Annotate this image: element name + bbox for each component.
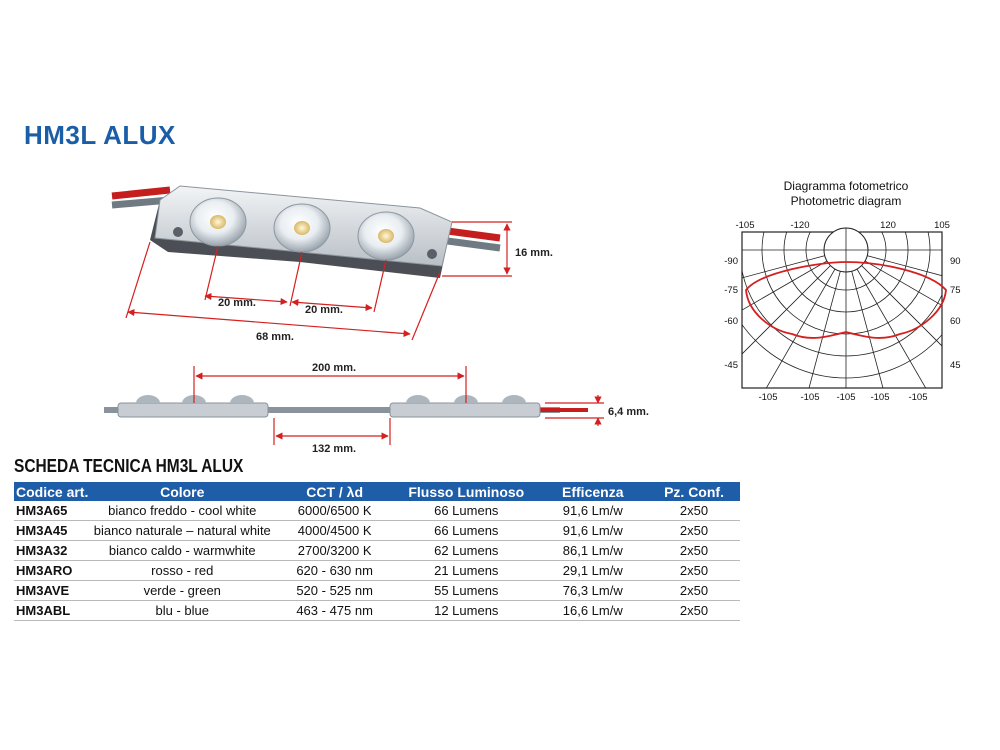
page-title: HM3L ALUX — [24, 120, 176, 150]
cell-cct: 6000/6500 K — [274, 501, 396, 521]
dim-chain-bottom-label: 132 mm. — [312, 443, 356, 455]
photometric-title-it: Diagramma fotometrico — [784, 179, 909, 193]
polar-left-label-1: -90 — [724, 256, 738, 267]
cell-cct: 463 - 475 nm — [274, 600, 396, 621]
cell-pack: 2x50 — [648, 540, 740, 561]
col-header-code: Codice art. — [14, 482, 91, 501]
module-chain-sideview — [104, 395, 588, 418]
polar-bottom-label-1: -105 — [758, 392, 777, 403]
led-lens-1 — [189, 197, 247, 247]
cell-code: HM3AVE — [14, 580, 91, 601]
led-module-figure: 16 mm. 20 mm. 20 mm. 68 mm. 200 mm. 132 … — [104, 179, 961, 455]
cell-color: blu - blue — [90, 600, 275, 621]
dim-chain-pitch-label: 200 mm. — [312, 362, 356, 374]
cell-efficiency: 91,6 Lm/w — [537, 520, 649, 541]
cell-color: bianco freddo - cool white — [90, 501, 275, 521]
cell-flux: 21 Lumens — [395, 560, 538, 581]
polar-top-label-1: -105 — [735, 220, 754, 231]
col-header-color: Colore — [90, 482, 275, 501]
cell-flux: 12 Lumens — [395, 600, 538, 621]
polar-grid-ray — [765, 249, 847, 388]
polar-grid-ray — [742, 249, 847, 311]
cell-cct: 4000/4500 K — [274, 520, 396, 541]
polar-right-label-3: 60 — [950, 316, 961, 327]
polar-left-label-4: -45 — [724, 360, 738, 371]
cell-efficiency: 86,1 Lm/w — [537, 540, 649, 561]
polar-bottom-label-3: -105 — [836, 392, 855, 403]
polar-grid-ray — [845, 249, 884, 388]
cell-pack: 2x50 — [648, 600, 740, 621]
polar-grid-ray — [808, 249, 847, 388]
cell-efficiency: 91,6 Lm/w — [537, 501, 649, 521]
cell-code: HM3ARO — [14, 560, 91, 581]
dim-thickness-label: 6,4 mm. — [608, 406, 649, 418]
spec-table-header-row: Codice art. Colore CCT / λd Flusso Lumin… — [14, 482, 740, 501]
polar-bottom-label-2: -105 — [800, 392, 819, 403]
dim-length-label: 68 mm. — [256, 331, 294, 343]
cell-color: bianco naturale – natural white — [90, 520, 275, 541]
led-lens-3 — [357, 211, 415, 261]
cell-cct: 2700/3200 K — [274, 540, 396, 561]
cell-flux: 66 Lumens — [395, 520, 538, 541]
cell-flux: 62 Lumens — [395, 540, 538, 561]
cell-pack: 2x50 — [648, 501, 740, 521]
polar-grid-ray — [845, 249, 942, 306]
cell-flux: 55 Lumens — [395, 580, 538, 601]
polar-grid-ray — [742, 249, 847, 279]
polar-right-label-1: 90 — [950, 256, 961, 267]
photometric-curve — [745, 261, 947, 339]
cell-pack: 2x50 — [648, 560, 740, 581]
polar-top-label-2: -120 — [790, 220, 809, 231]
cell-efficiency: 16,6 Lm/w — [537, 600, 649, 621]
cell-code: HM3A45 — [14, 520, 91, 541]
spec-table-title: SCHEDA TECNICA HM3L ALUX — [14, 456, 244, 476]
led-lens-2 — [273, 203, 331, 253]
dim-spacing-left-label: 20 mm. — [218, 297, 256, 309]
cell-color: bianco caldo - warmwhite — [90, 540, 275, 561]
cell-color: rosso - red — [90, 560, 275, 581]
dimension-lines — [125, 221, 512, 341]
cell-cct: 520 - 525 nm — [274, 580, 396, 601]
polar-grid-ray — [742, 249, 847, 355]
cell-efficiency: 76,3 Lm/w — [537, 580, 649, 601]
cell-color: verde - green — [90, 580, 275, 601]
spec-table: Codice art. Colore CCT / λd Flusso Lumin… — [14, 482, 740, 621]
polar-grid-ray — [845, 249, 927, 388]
col-header-pack: Pz. Conf. — [648, 482, 740, 501]
polar-grid-ray — [845, 249, 942, 347]
photometric-title-en: Photometric diagram — [791, 194, 902, 208]
col-header-cct: CCT / λd — [274, 482, 396, 501]
dim-spacing-right-label: 20 mm. — [305, 304, 343, 316]
polar-right-label-2: 75 — [950, 285, 961, 296]
polar-grid-ray — [845, 249, 942, 277]
cell-pack: 2x50 — [648, 580, 740, 601]
cell-efficiency: 29,1 Lm/w — [537, 560, 649, 581]
cell-code: HM3A65 — [14, 501, 91, 521]
photometric-diagram: Diagramma fotometrico Photometric diagra… — [724, 179, 961, 403]
polar-left-label-3: -60 — [724, 316, 738, 327]
col-header-efficiency: Efficenza — [537, 482, 649, 501]
col-header-flux: Flusso Luminoso — [395, 482, 538, 501]
polar-right-label-4: 45 — [950, 360, 961, 371]
cell-flux: 66 Lumens — [395, 501, 538, 521]
polar-top-label-4: 105 — [934, 220, 950, 231]
chain-dimension-lines — [193, 366, 604, 445]
dim-height-label: 16 mm. — [515, 247, 553, 259]
polar-top-label-3: 120 — [880, 220, 896, 231]
cell-code: HM3A32 — [14, 540, 91, 561]
cell-code: HM3ABL — [14, 600, 91, 621]
polar-bottom-label-5: -105 — [908, 392, 927, 403]
cell-cct: 620 - 630 nm — [274, 560, 396, 581]
cell-pack: 2x50 — [648, 520, 740, 541]
polar-left-label-2: -75 — [724, 285, 738, 296]
polar-bottom-label-4: -105 — [870, 392, 889, 403]
